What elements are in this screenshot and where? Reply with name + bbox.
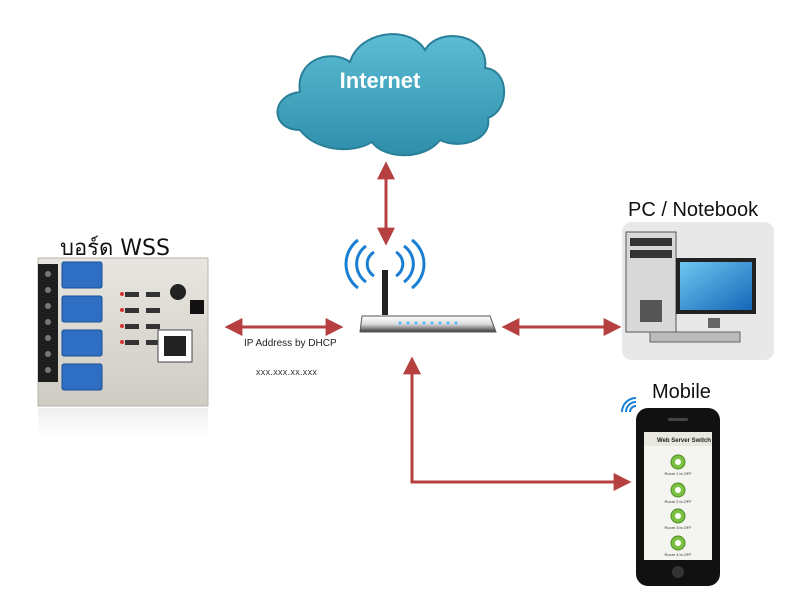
room-2-label: Room 2 is OFF bbox=[664, 499, 692, 504]
mobile-phone-image bbox=[621, 397, 720, 586]
arrow-router-mobile bbox=[403, 356, 632, 491]
wifi-icon bbox=[344, 238, 426, 290]
phone-screen-title: Web Server Switch bbox=[657, 438, 711, 444]
pc-notebook-image bbox=[622, 222, 774, 360]
room-1-label: Room 1 is OFF bbox=[664, 471, 692, 476]
arrows bbox=[224, 161, 632, 491]
room-3-label: Room 3 is OFF bbox=[664, 525, 692, 530]
room-4-label: Room 4 is OFF bbox=[664, 552, 692, 557]
internet-cloud bbox=[276, 33, 506, 157]
ip-label: xxx.xxx.xx.xxx bbox=[256, 367, 318, 377]
board-title: บอร์ด WSS bbox=[60, 236, 170, 261]
dhcp-label: IP Address by DHCP bbox=[244, 338, 337, 349]
internet-label: Internet bbox=[339, 68, 421, 93]
wifi-router-image bbox=[359, 270, 497, 333]
mobile-wifi-icon bbox=[621, 397, 637, 413]
pc-title: PC / Notebook bbox=[628, 199, 759, 221]
wss-board-image bbox=[37, 257, 209, 448]
mobile-title: Mobile bbox=[652, 381, 711, 403]
